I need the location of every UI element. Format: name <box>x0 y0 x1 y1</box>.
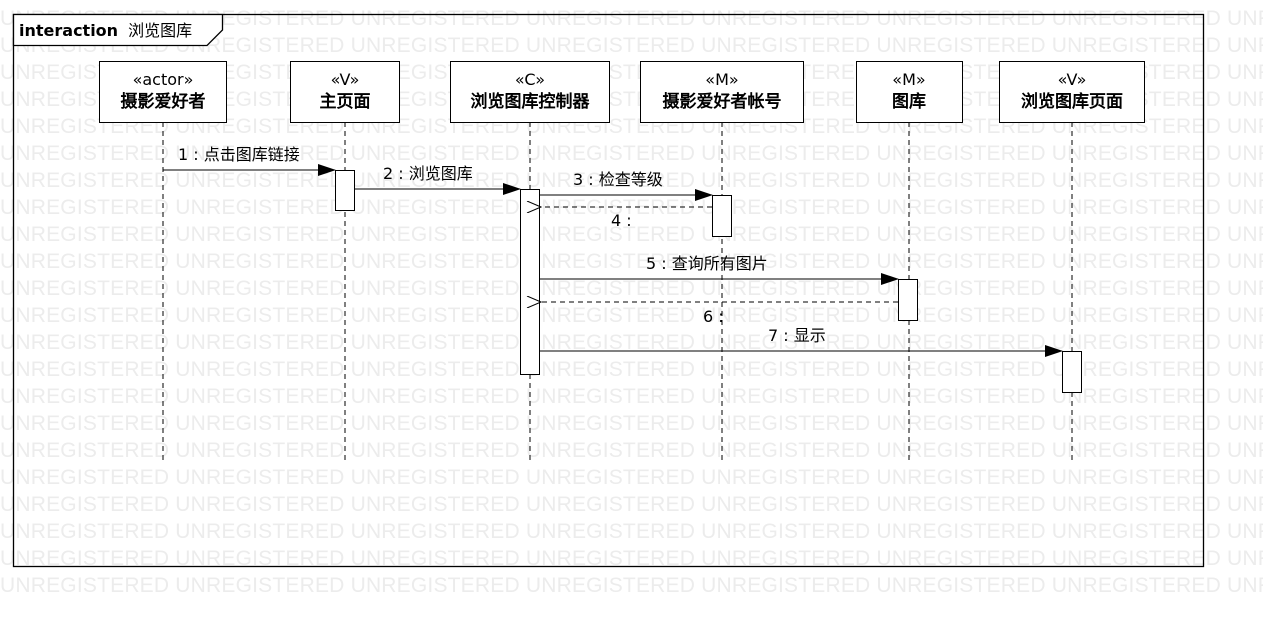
lifeline-head <box>999 61 1145 123</box>
message-2: 2 : 浏览图库 <box>355 164 521 195</box>
lifeline-main-page: «V» 主页面 <box>290 61 400 460</box>
lifeline-stereotype: «M» <box>705 70 738 89</box>
lifeline-name: 浏览图库页面 <box>1021 91 1123 112</box>
message-7: 7 : 显示 <box>540 326 1063 357</box>
lifeline-stereotype: «V» <box>331 70 360 89</box>
lifeline-actor: «actor» 摄影爱好者 <box>99 61 227 460</box>
lifeline-stereotype: «V» <box>1058 70 1087 89</box>
lifeline-account: «M» 摄影爱好者帐号 <box>640 61 804 460</box>
activation-bar-main-page <box>335 170 355 211</box>
lifeline-gallery: «M» 图库 <box>856 61 963 460</box>
message-5: 5 : 查询所有图片 <box>540 254 899 285</box>
lifeline-name: 图库 <box>892 91 926 112</box>
message-label: 4 : <box>611 211 632 230</box>
lifeline-name: 主页面 <box>320 91 371 112</box>
lifeline-head <box>99 61 227 123</box>
activation-bar-controller <box>520 189 540 375</box>
interaction-frame: interaction 浏览图库 <box>12 13 1205 568</box>
frame-keyword: interaction <box>19 21 118 40</box>
lifeline-head <box>640 61 804 123</box>
message-3: 3 : 检查等级 <box>540 170 713 201</box>
lifeline-name: 摄影爱好者帐号 <box>663 91 782 112</box>
activation-bar-gallery-page <box>1062 351 1082 393</box>
message-label: 1 : 点击图库链接 <box>178 145 300 164</box>
lifeline-head <box>450 61 610 123</box>
lifeline-name: 浏览图库控制器 <box>471 91 591 112</box>
message-6: 6 : <box>541 302 898 326</box>
frame-name: 浏览图库 <box>128 21 192 40</box>
lifeline-stereotype: «M» <box>892 70 925 89</box>
lifeline-stereotype: «C» <box>515 70 545 89</box>
lifeline-controller: «C» 浏览图库控制器 <box>450 61 610 460</box>
activation-bar-gallery <box>898 279 918 321</box>
message-label: 7 : 显示 <box>768 326 826 345</box>
activation-bar-account <box>712 195 732 237</box>
lifeline-name: 摄影爱好者 <box>121 91 206 112</box>
lifeline-stereotype: «actor» <box>133 70 194 89</box>
lifeline-head <box>290 61 400 123</box>
frame-label: interaction 浏览图库 <box>19 21 192 40</box>
lifeline-gallery-page: «V» 浏览图库页面 <box>999 61 1145 460</box>
lifeline-head <box>856 61 963 123</box>
message-4: 4 : <box>541 207 712 230</box>
message-label: 6 : <box>703 307 724 326</box>
frame-border <box>12 13 1205 568</box>
message-label: 3 : 检查等级 <box>573 170 663 189</box>
message-label: 2 : 浏览图库 <box>383 164 473 183</box>
message-1: 1 : 点击图库链接 <box>163 145 336 176</box>
message-label: 5 : 查询所有图片 <box>646 254 768 273</box>
frame-tab <box>12 13 224 47</box>
